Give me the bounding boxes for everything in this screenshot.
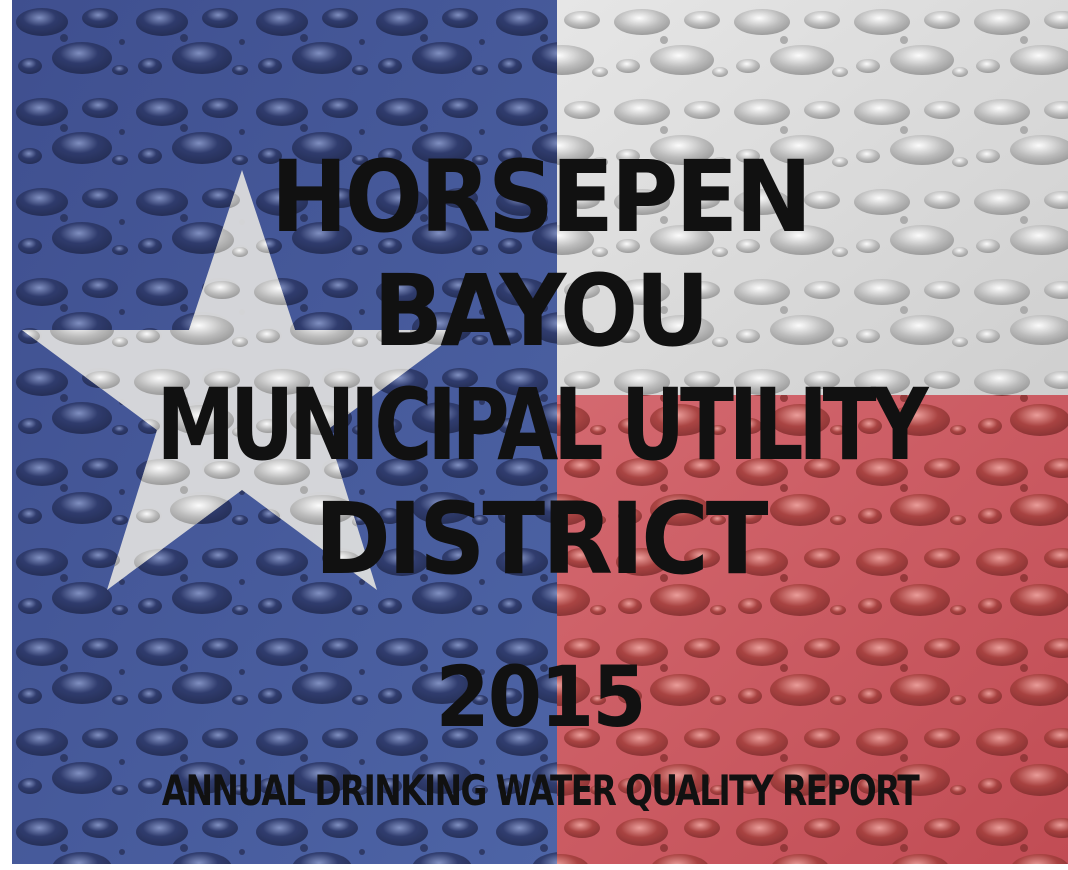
cover-title-block: HORSEPEN BAYOU MUNICIPAL UTILITY DISTRIC… [12,0,1068,864]
cover-image-frame: HORSEPEN BAYOU MUNICIPAL UTILITY DISTRIC… [12,0,1068,864]
report-subtitle: ANNUAL DRINKING WATER QUALITY REPORT [161,766,920,815]
district-name-line-3: MUNICIPAL UTILITY [156,367,928,483]
texas-flag-water-droplets-image [12,0,1068,864]
district-name-line-1: HORSEPEN [270,139,812,255]
district-name-line-4: DISTRICT [314,481,769,597]
report-year: 2015 [435,649,646,747]
district-name-line-2: BAYOU [373,253,710,369]
